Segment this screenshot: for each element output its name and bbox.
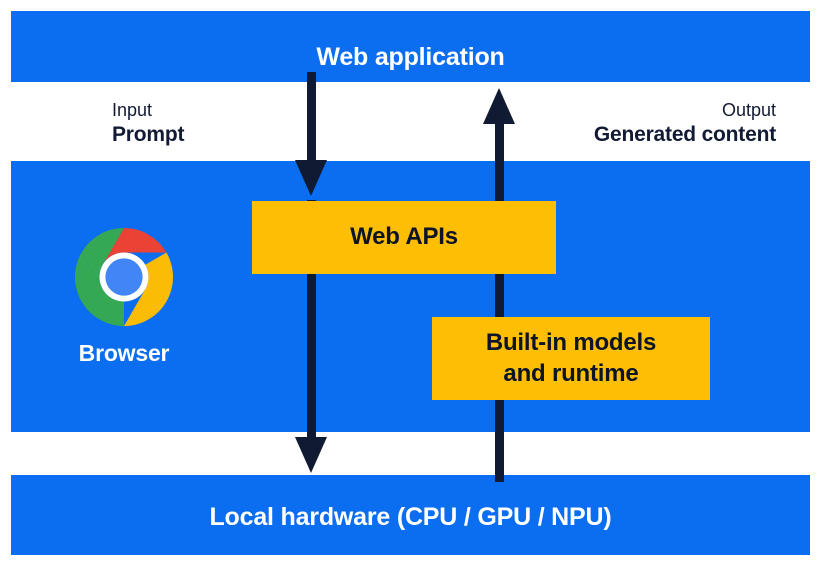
box-built-in-models-label-line2: and runtime (503, 359, 639, 387)
chrome-logo-green-segment (75, 252, 124, 326)
arrow-shaft (307, 72, 316, 172)
chrome-logo-yellow-segment (124, 252, 173, 326)
browser-group: Browser (48, 228, 200, 367)
arrow-head-down-icon (295, 437, 327, 473)
chrome-logo-green-fill (81, 228, 124, 290)
chrome-logo-icon (75, 228, 173, 326)
input-flow-value: Prompt (112, 122, 185, 146)
arrow-head-up-icon (483, 88, 515, 124)
chrome-logo-red-segment (102, 228, 167, 265)
output-flow-label: Output Generated content (594, 99, 776, 148)
input-flow-label: Input Prompt (112, 99, 185, 148)
box-web-apis-label: Web APIs (350, 223, 458, 251)
band-web-application-label: Web application (316, 43, 505, 71)
box-built-in-models-and-runtime: Built-in models and runtime (432, 317, 710, 400)
input-flow-kind: Input (112, 100, 153, 120)
box-built-in-models-label: Built-in models and runtime (485, 328, 657, 389)
output-flow-value: Generated content (593, 122, 776, 146)
box-web-apis: Web APIs (252, 201, 556, 274)
chrome-logo-blue-center (105, 258, 143, 296)
band-local-hardware: Local hardware (CPU / GPU / NPU) (11, 475, 810, 555)
band-web-application: Web application (11, 11, 810, 82)
browser-label: Browser (78, 340, 170, 366)
box-built-in-models-label-line1: Built-in models (485, 328, 657, 356)
output-flow-kind: Output (721, 100, 776, 120)
band-local-hardware-label: Local hardware (CPU / GPU / NPU) (209, 503, 612, 531)
